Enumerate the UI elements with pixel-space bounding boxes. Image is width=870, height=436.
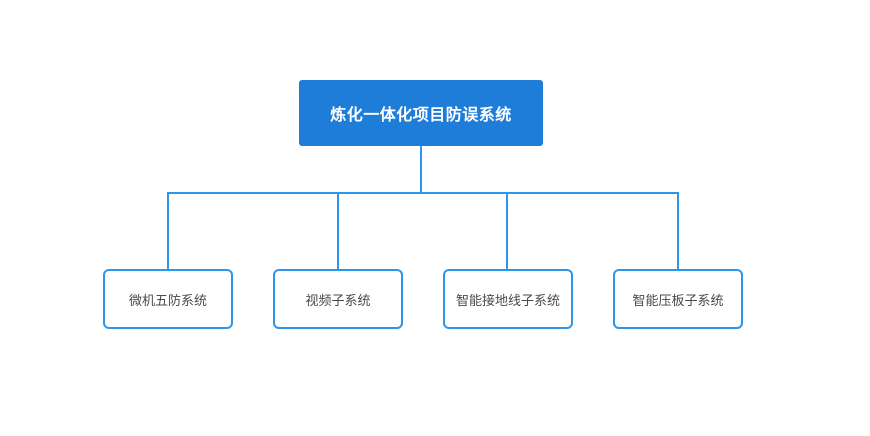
- child-node-3-label: 智能接地线子系统: [455, 292, 560, 308]
- child-node-4-label: 智能压板子系统: [632, 292, 724, 308]
- child-node-1[interactable]: 微机五防系统: [103, 269, 233, 329]
- child-node-2-label: 视频子系统: [305, 292, 371, 308]
- root-node[interactable]: 炼化一体化项目防误系统: [299, 80, 543, 146]
- root-node-label: 炼化一体化项目防误系统: [330, 107, 512, 124]
- child-node-1-label: 微机五防系统: [128, 292, 207, 308]
- child-node-4[interactable]: 智能压板子系统: [613, 269, 743, 329]
- child-node-2[interactable]: 视频子系统: [273, 269, 403, 329]
- child-node-3[interactable]: 智能接地线子系统: [443, 269, 573, 329]
